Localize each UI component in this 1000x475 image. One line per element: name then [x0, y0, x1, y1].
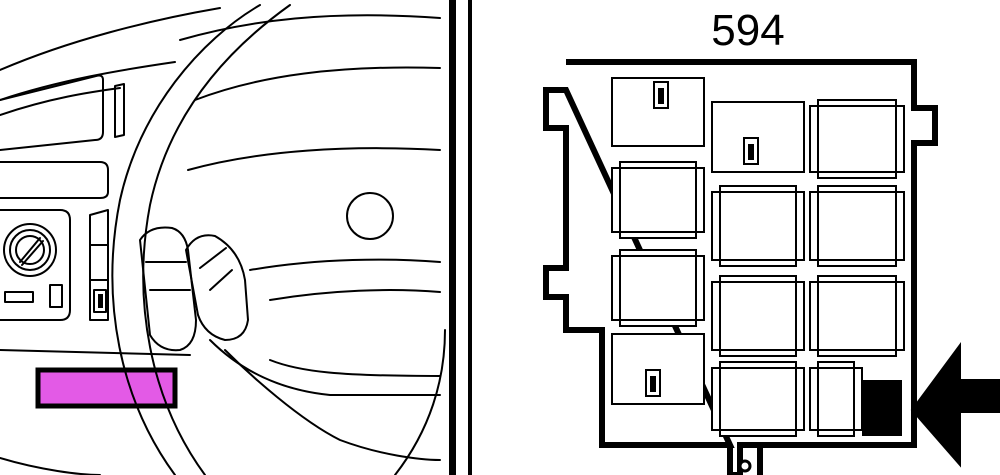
- relay-icon: [711, 361, 805, 437]
- relay-icon: [711, 101, 805, 173]
- arrow-left-icon: [910, 341, 1000, 468]
- relay-icon: [711, 185, 805, 267]
- relay-icon: [809, 185, 905, 267]
- dash-vent-round: [346, 192, 394, 240]
- relay-icon: [809, 275, 905, 357]
- relay-icon: [809, 99, 905, 179]
- relay-icon: [611, 333, 705, 405]
- switch-icon: [49, 284, 63, 308]
- relay-icon: [809, 361, 863, 437]
- relay-icon: [611, 249, 705, 327]
- relay-icon: [611, 77, 705, 147]
- highlighted-component: [35, 367, 178, 409]
- steering-wheel: [111, 4, 446, 475]
- panel-divider: [468, 0, 472, 475]
- panel-divider: [449, 0, 456, 475]
- dashboard-view: [0, 4, 446, 475]
- switch-icon: [93, 289, 107, 313]
- relay-icon: [711, 275, 805, 357]
- marked-relay: [862, 380, 902, 436]
- relay-icon: [611, 161, 705, 239]
- relay-box: [543, 59, 938, 475]
- box-number-label: 594: [711, 6, 784, 55]
- button-slot: [4, 291, 34, 303]
- rotary-knob-icon: [3, 223, 57, 277]
